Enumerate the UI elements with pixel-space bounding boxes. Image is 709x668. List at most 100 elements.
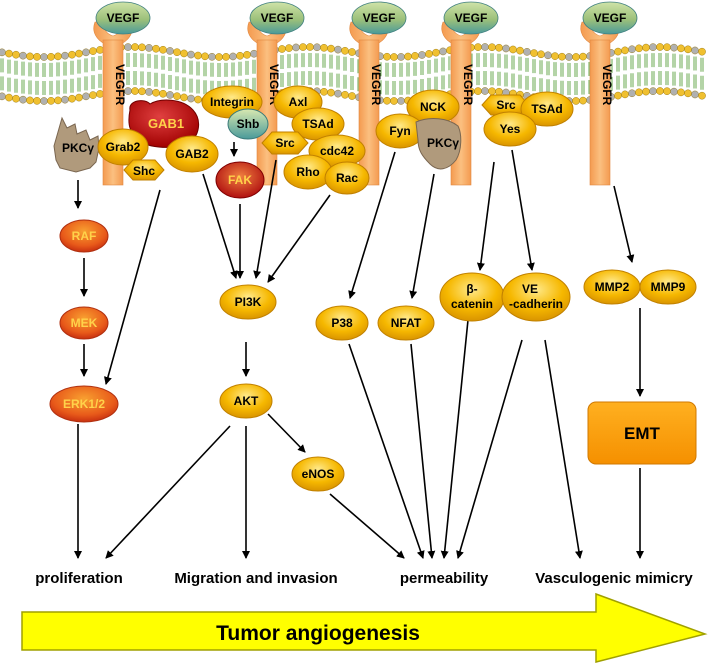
mmp9-node: MMP9 bbox=[639, 269, 697, 305]
nfat-label: NFAT bbox=[391, 316, 422, 330]
vegfr-label: VEGFR bbox=[461, 64, 475, 106]
arrow-yes-vecadherin bbox=[511, 149, 535, 271]
shc-label: Shc bbox=[133, 164, 155, 178]
erk-label: ERK1/2 bbox=[63, 397, 105, 411]
signaling-nodes: PKCγ GAB1 Grab2 Shc GAB2 RAF MEK ERK1/2 bbox=[49, 85, 697, 492]
tumor-angiogenesis-label: Tumor angiogenesis bbox=[216, 622, 420, 645]
enos-node: eNOS bbox=[291, 456, 345, 492]
signaling-arrows bbox=[74, 142, 644, 559]
emt-label: EMT bbox=[624, 424, 661, 443]
src-node-left: Src bbox=[261, 131, 309, 155]
outcomes: proliferation Migration and invasion per… bbox=[35, 570, 693, 587]
axl-label: Axl bbox=[289, 95, 308, 109]
rac-label: Rac bbox=[336, 171, 358, 185]
cdc42-label: cdc42 bbox=[320, 144, 354, 158]
nfat-node: NFAT bbox=[377, 305, 435, 341]
vegfr-label: VEGFR bbox=[600, 64, 614, 106]
grab2-node: Grab2 bbox=[97, 128, 149, 166]
outcome-vasculogenic-mimicry: Vasculogenic mimicry bbox=[535, 570, 693, 587]
mmp9-label: MMP9 bbox=[651, 280, 686, 294]
arrow-p38-permeability bbox=[348, 343, 425, 559]
pkc-gamma-node-left: PKCγ bbox=[53, 116, 100, 173]
arrow-gab2-pi3k bbox=[202, 173, 238, 279]
akt-label: AKT bbox=[234, 394, 259, 408]
beta-catenin-label-1: β- bbox=[466, 282, 477, 296]
vegf-ligand bbox=[249, 1, 305, 35]
mmp2-label: MMP2 bbox=[595, 280, 630, 294]
ve-cadherin-node: VE -cadherin bbox=[501, 272, 571, 322]
pkc-gamma-label-right: PKCγ bbox=[427, 136, 459, 150]
src-node-right: Src bbox=[481, 94, 530, 116]
arrow-yes-bcatenin bbox=[476, 161, 495, 271]
mek-node: MEK bbox=[59, 306, 109, 340]
mmp2-node: MMP2 bbox=[583, 269, 641, 305]
tsad-label-left: TSAd bbox=[302, 117, 333, 131]
fak-label: FAK bbox=[228, 173, 252, 187]
vegf-label: VEGF bbox=[363, 11, 396, 25]
integrin-label: Integrin bbox=[210, 95, 254, 109]
yes-node: Yes bbox=[483, 111, 537, 147]
arrow-nfat-permeability bbox=[410, 343, 436, 559]
p38-label: P38 bbox=[331, 316, 353, 330]
enos-label: eNOS bbox=[302, 467, 335, 481]
arrow-akt-enos bbox=[267, 413, 306, 453]
gab1-node: GAB1 bbox=[128, 99, 200, 148]
vegf-ligand bbox=[95, 1, 151, 35]
arrow-src-pi3k bbox=[253, 159, 277, 279]
arrow-vecadherin-permeability bbox=[456, 339, 523, 559]
arrow-enos-permeability bbox=[329, 493, 405, 559]
rho-node: Rho bbox=[283, 154, 333, 190]
arrow-pkc-nfat bbox=[409, 173, 435, 299]
src-label-right: Src bbox=[496, 98, 516, 112]
rac-node: Rac bbox=[324, 161, 370, 195]
shb-node: Shb bbox=[227, 108, 269, 140]
grab2-label: Grab2 bbox=[106, 140, 141, 154]
arrow-rac-pi3k bbox=[267, 194, 331, 283]
vegf-ligand bbox=[582, 1, 638, 35]
tsad-node-left: TSAd bbox=[291, 107, 345, 141]
beta-catenin-node: β- catenin bbox=[439, 272, 505, 322]
vegf-label: VEGF bbox=[107, 11, 140, 25]
arrow-fyn-p38 bbox=[348, 151, 396, 299]
vegf-label: VEGF bbox=[261, 11, 294, 25]
gab2-label: GAB2 bbox=[175, 147, 209, 161]
ve-cadherin-label-2: -cadherin bbox=[509, 297, 563, 311]
raf-label: RAF bbox=[72, 229, 97, 243]
vegf-label: VEGF bbox=[455, 11, 488, 25]
rho-label: Rho bbox=[296, 165, 319, 179]
arrow-bcatenin-permeability bbox=[440, 319, 469, 559]
vegf-ligand bbox=[443, 1, 499, 35]
vegfr-receptor-1: VEGF VEGFR bbox=[93, 1, 151, 186]
beta-catenin-label-2: catenin bbox=[451, 297, 493, 311]
p38-node: P38 bbox=[315, 305, 369, 341]
vegf-ligand bbox=[351, 1, 407, 35]
outcome-proliferation: proliferation bbox=[35, 570, 123, 587]
raf-node: RAF bbox=[59, 219, 109, 253]
vegfr-label: VEGFR bbox=[369, 64, 383, 106]
tsad-node-right: TSAd bbox=[520, 91, 574, 127]
fak-node: FAK bbox=[215, 161, 265, 199]
pkc-gamma-node-right: PKCγ bbox=[415, 118, 462, 170]
fyn-label: Fyn bbox=[389, 124, 410, 138]
yes-label: Yes bbox=[500, 122, 521, 136]
tsad-label-right: TSAd bbox=[531, 102, 562, 116]
src-label-left: Src bbox=[275, 136, 295, 150]
arrow-gab2-erk bbox=[104, 189, 161, 385]
vegfr-label: VEGFR bbox=[113, 64, 127, 106]
pi3k-label: PI3K bbox=[235, 295, 262, 309]
mek-label: MEK bbox=[71, 316, 98, 330]
arrow-vecadherin-vasculogenic bbox=[544, 339, 583, 559]
outcome-migration-invasion: Migration and invasion bbox=[174, 570, 337, 587]
pi3k-node: PI3K bbox=[219, 284, 277, 320]
erk-node: ERK1/2 bbox=[49, 385, 119, 423]
emt-box: EMT bbox=[587, 401, 697, 465]
nck-label: NCK bbox=[420, 100, 446, 114]
gab2-node: GAB2 bbox=[165, 135, 219, 173]
outcome-permeability: permeability bbox=[400, 570, 489, 587]
ve-cadherin-label-1: VE bbox=[522, 282, 538, 296]
shc-node: Shc bbox=[123, 159, 165, 181]
nck-node: NCK bbox=[406, 89, 460, 125]
arrow-vegfr-mmp bbox=[613, 185, 635, 263]
akt-node: AKT bbox=[219, 383, 273, 419]
